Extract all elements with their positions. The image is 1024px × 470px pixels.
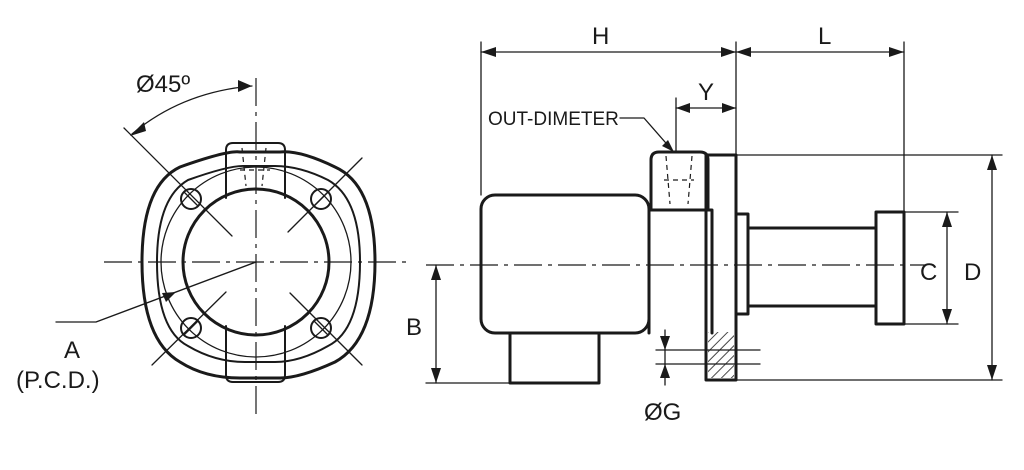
pcd-label-a: A (64, 337, 80, 364)
dim-b-label: B (406, 314, 422, 341)
diagonal-line-bl (151, 291, 227, 366)
shaft-collar (734, 212, 750, 316)
pcd-label-pcd: (P.C.D.) (16, 367, 100, 394)
dim-h-label: H (592, 23, 609, 50)
angle-label: Ø45º (136, 71, 190, 98)
suction-end-flange (874, 210, 906, 326)
motor-base-foot (508, 331, 601, 385)
flange-outer-outline (140, 150, 377, 380)
dim-c-label: C (920, 259, 937, 286)
dim-y-label: Y (698, 79, 714, 106)
front-view: Ø45º A (P.C.D.) (16, 71, 412, 418)
diagonal-line-tr-br (287, 157, 363, 233)
angle-arrow-left (130, 122, 146, 136)
pump-shaft-tube (746, 226, 878, 308)
outlet-thread (664, 155, 694, 205)
out-diameter-leader (619, 117, 673, 151)
bolt-hole-top-left (180, 188, 202, 210)
top-port-thread (240, 147, 270, 187)
dim-l-label: L (818, 23, 831, 50)
flange-inner-outline (156, 164, 361, 363)
side-view: H L Y OUT-DIMETER B C (406, 23, 1003, 426)
bottom-port-boss (225, 325, 286, 383)
bolt-hole-bottom-right (310, 317, 332, 339)
bolt-hole-bottom-left (180, 317, 202, 339)
out-diameter-label: OUT-DIMETER (488, 109, 619, 130)
outlet-boss (649, 150, 710, 212)
angle-arrow-right (238, 80, 252, 92)
pump-housing (647, 208, 714, 335)
flange-section-hatch (708, 332, 734, 378)
pcd-leader-line (55, 261, 257, 323)
dim-g-label: ØG (644, 399, 681, 426)
pcd-leader-arrow (162, 292, 176, 302)
diagonal-line-br (289, 292, 363, 366)
dim-d-label: D (964, 259, 981, 286)
motor-body (479, 193, 651, 335)
diagonal-line-tl-br (123, 127, 233, 237)
